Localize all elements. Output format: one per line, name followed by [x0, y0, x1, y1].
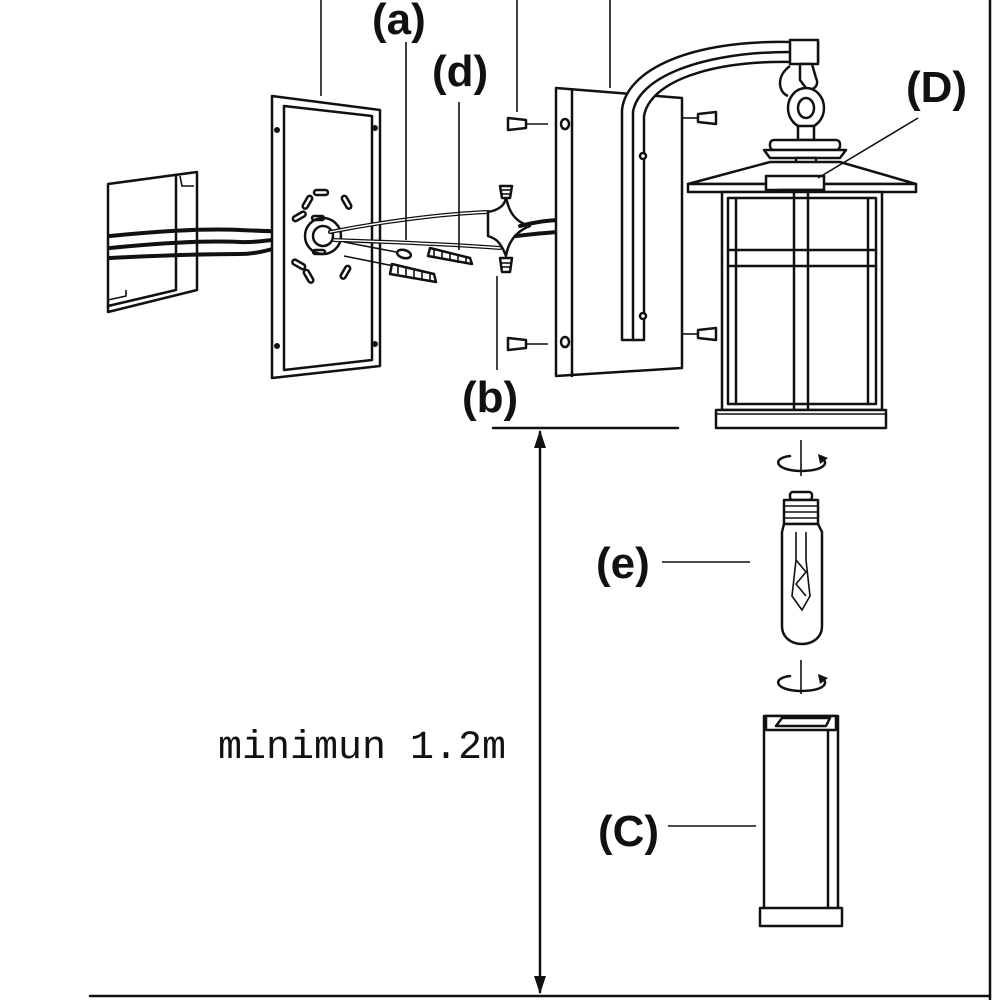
screw-bottom-left — [506, 336, 548, 352]
dimension-arrow-bottom — [534, 976, 546, 994]
light-bulb — [780, 490, 824, 646]
fixture-backplate — [554, 86, 684, 378]
screw-bottom-right — [682, 326, 718, 342]
screw-top-right — [682, 110, 718, 126]
wire-connectors — [328, 184, 564, 370]
D-leader — [817, 117, 919, 179]
junction-box — [106, 170, 199, 314]
dimension-arrow-top — [534, 430, 546, 448]
label-b: (b) — [462, 373, 518, 422]
label-a: (a) — [372, 0, 426, 44]
wire-nut-top — [498, 184, 514, 200]
minimum-height-label: minimun 1.2m — [218, 726, 506, 771]
fixture-arm — [620, 38, 820, 342]
label-C: (C) — [598, 807, 659, 856]
part-labels: (a) (d) (D) (b) (e) (C) — [372, 0, 967, 856]
height-dimension: minimun 1.2m — [218, 430, 546, 994]
glass-diffuser — [758, 714, 844, 928]
rotate-arrow-icon — [777, 440, 828, 476]
label-D: (D) — [906, 63, 967, 112]
label-e: (e) — [596, 539, 650, 588]
mounting-screws — [343, 42, 474, 284]
wire-nut-bottom — [498, 256, 514, 274]
screw-top-left — [506, 116, 548, 132]
label-d: (d) — [432, 47, 488, 96]
screw-d-lower — [343, 255, 438, 284]
reference-lines — [88, 0, 992, 1000]
screw-a — [343, 241, 413, 260]
mounting-plate — [270, 94, 382, 380]
screw-d-upper — [426, 246, 474, 266]
rotate-arrow-icon-lower — [777, 660, 828, 694]
hanging-hook — [778, 62, 826, 142]
backplate-screws — [506, 110, 718, 352]
top-leader-lines — [320, 0, 611, 112]
lantern — [686, 138, 918, 430]
